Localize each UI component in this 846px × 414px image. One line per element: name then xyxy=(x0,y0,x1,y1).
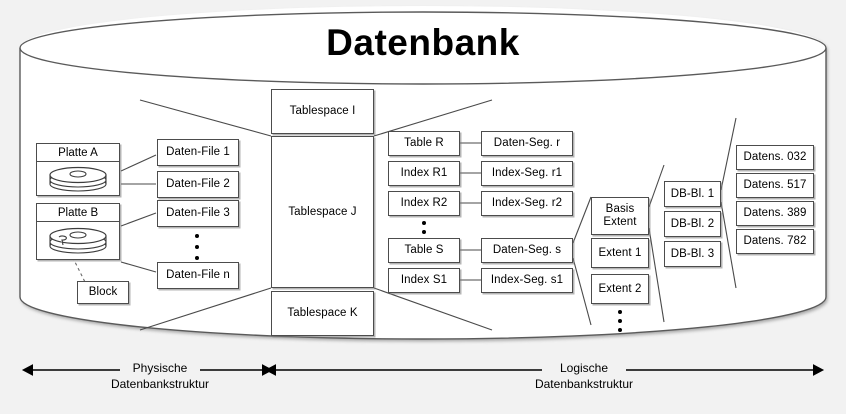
table-r-box[interactable]: Table R xyxy=(388,131,460,156)
disk-platte-a-label: Platte A xyxy=(37,144,119,162)
tablespace-i-box[interactable]: Tablespace I xyxy=(271,89,374,134)
datens-782-box[interactable]: Datens. 782 xyxy=(736,229,814,254)
index-r1-box[interactable]: Index R1 xyxy=(388,161,460,186)
daten-file-n-box[interactable]: Daten-File n xyxy=(157,262,239,289)
tablespace-j-box[interactable]: Tablespace J xyxy=(271,136,374,288)
extent-ellipsis-icon xyxy=(617,310,623,332)
index-s1-box[interactable]: Index S1 xyxy=(388,268,460,293)
physical-structure-label: Physische Datenbankstruktur xyxy=(110,361,210,392)
daten-seg-r-box[interactable]: Daten-Seg. r xyxy=(481,131,573,156)
daten-file-ellipsis-icon xyxy=(194,234,200,260)
index-seg-r2-box[interactable]: Index-Seg. r2 xyxy=(481,191,573,216)
datens-517-box[interactable]: Datens. 517 xyxy=(736,173,814,198)
extent-1-box[interactable]: Extent 1 xyxy=(591,238,649,268)
disk-platte-b-label: Platte B xyxy=(37,204,119,222)
disk-platte-b[interactable]: Platte B xyxy=(36,203,120,260)
datens-032-box[interactable]: Datens. 032 xyxy=(736,145,814,170)
db-block-1-box[interactable]: DB-Bl. 1 xyxy=(664,181,721,207)
disk-platter-icon xyxy=(37,222,119,260)
tablespace-k-box[interactable]: Tablespace K xyxy=(271,291,374,336)
basis-extent-box[interactable]: Basis Extent xyxy=(591,197,649,235)
page-title: Datenbank xyxy=(326,22,520,63)
daten-file-3-box[interactable]: Daten-File 3 xyxy=(157,200,239,227)
table-s-box[interactable]: Table S xyxy=(388,238,460,263)
logical-structure-label: Logische Datenbankstruktur xyxy=(534,361,634,392)
index-seg-r1-box[interactable]: Index-Seg. r1 xyxy=(481,161,573,186)
daten-file-2-box[interactable]: Daten-File 2 xyxy=(157,171,239,198)
disk-platter-icon xyxy=(37,162,119,196)
daten-seg-s-box[interactable]: Daten-Seg. s xyxy=(481,238,573,263)
db-block-3-box[interactable]: DB-Bl. 3 xyxy=(664,241,721,267)
db-block-2-box[interactable]: DB-Bl. 2 xyxy=(664,211,721,237)
block-box[interactable]: Block xyxy=(77,281,129,304)
daten-file-1-box[interactable]: Daten-File 1 xyxy=(157,139,239,166)
index-seg-s1-box[interactable]: Index-Seg. s1 xyxy=(481,268,573,293)
index-r2-box[interactable]: Index R2 xyxy=(388,191,460,216)
disk-platte-a[interactable]: Platte A xyxy=(36,143,120,196)
datens-389-box[interactable]: Datens. 389 xyxy=(736,201,814,226)
extent-2-box[interactable]: Extent 2 xyxy=(591,274,649,304)
